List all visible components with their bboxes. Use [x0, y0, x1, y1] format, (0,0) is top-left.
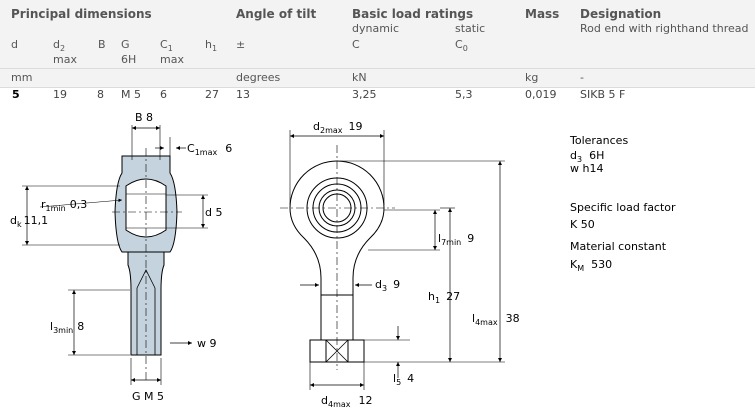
value-angle: 13: [236, 88, 250, 101]
col-c0: C0: [455, 38, 468, 54]
label-w: w 9: [197, 337, 217, 350]
basic-load-ratings-heading: Basic load ratings: [352, 7, 474, 21]
col-angle-pm: ±: [236, 38, 246, 51]
value-h1: 27: [205, 88, 219, 101]
unit-mm: mm: [11, 71, 33, 84]
value-d: 5: [12, 88, 20, 101]
material-constant-title: Material constant: [570, 240, 667, 253]
left-section-view: [22, 125, 208, 385]
col-c1: C1: [160, 38, 173, 54]
value-b: 8: [97, 88, 104, 101]
label-b: B 8: [135, 111, 153, 124]
col-designation-desc: Rod end with righthand thread: [580, 22, 749, 35]
col-c: C: [352, 38, 360, 51]
value-c1: 6: [160, 88, 167, 101]
unit-degrees: degrees: [236, 71, 281, 84]
tolerance-w: w h14: [570, 162, 604, 175]
col-g: G: [121, 38, 130, 51]
angle-of-tilt-heading: Angle of tilt: [236, 7, 317, 21]
label-g: G M 5: [132, 390, 164, 403]
col-g-6h: 6H: [121, 53, 137, 66]
value-g: M 5: [121, 88, 141, 101]
load-factor-title: Specific load factor: [570, 201, 676, 214]
designation-heading: Designation: [580, 7, 662, 21]
tolerance-d3: d3 6H: [570, 149, 605, 165]
value-dynamic: 3,25: [352, 88, 377, 101]
table-header: [0, 0, 755, 68]
value-d2: 19: [53, 88, 67, 101]
value-mass: 0,019: [525, 88, 557, 101]
col-static: static: [455, 22, 486, 35]
unit-designation: -: [580, 71, 584, 84]
value-designation: SIKB 5 F: [580, 88, 626, 101]
col-d2: d2: [53, 38, 66, 54]
tolerances-title: Tolerances: [570, 134, 629, 147]
unit-kg: kg: [525, 71, 539, 84]
mass-heading: Mass: [525, 7, 560, 21]
unit-kn: kN: [352, 71, 367, 84]
value-static: 5,3: [455, 88, 473, 101]
col-d2-max: max: [53, 53, 77, 66]
col-d: d: [11, 38, 18, 51]
load-factor-value: K 50: [570, 218, 595, 231]
right-front-view: [280, 130, 505, 390]
material-constant-value: KM 530: [570, 258, 613, 274]
col-b: B: [98, 38, 106, 51]
col-dynamic: dynamic: [352, 22, 400, 35]
label-d: d 5: [205, 206, 222, 219]
units-row: [0, 68, 755, 88]
col-h1: h1: [205, 38, 218, 54]
col-c1-max: max: [160, 53, 184, 66]
principal-dimensions-heading: Principal dimensions: [11, 7, 152, 21]
